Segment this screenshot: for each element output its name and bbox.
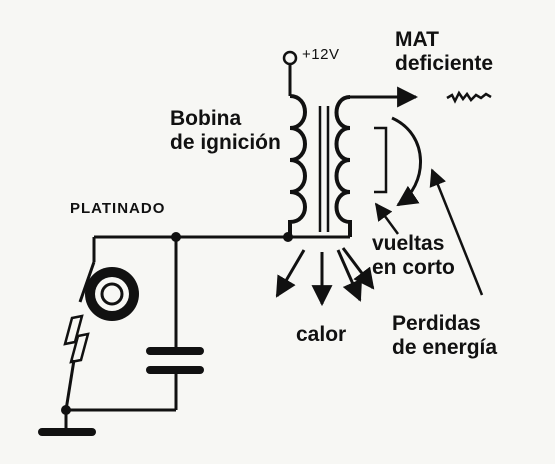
ignition-coil-line2: de ignición (170, 130, 281, 154)
energy-losses-label: Perdidas de energía (392, 312, 497, 359)
weak-spark-symbol (446, 90, 492, 104)
energy-losses-line1: Perdidas (392, 312, 481, 335)
breaker-cam-center (100, 282, 124, 306)
secondary-winding (334, 95, 352, 237)
ignition-coil-label: Bobina de ignición (170, 107, 281, 154)
breaker-arm (64, 359, 76, 411)
shorted-turns-line2: en corto (372, 255, 455, 279)
shorted-turns-bracket (374, 126, 388, 194)
breaker-contact-upper (63, 314, 84, 346)
ignition-coil-line1: Bobina (170, 107, 242, 130)
breaker-contact-lower (69, 332, 90, 364)
heat-arrow-right (336, 249, 362, 302)
hv-deficient-label: MAT deficiente (395, 28, 493, 75)
shorted-turns-label: vueltas en corto (372, 232, 455, 279)
heat-arrow-far-right (341, 247, 375, 290)
supply-terminal (282, 50, 298, 66)
heat-label: calor (296, 323, 347, 346)
primary-winding (288, 94, 307, 237)
shorted-turns-line1: vueltas (372, 232, 445, 255)
supply-voltage-label: +12V (302, 46, 340, 63)
heat-arrow-left (275, 249, 306, 298)
node-coil-junction (283, 232, 293, 242)
shorted-turns-curve-arrow (391, 116, 422, 207)
energy-losses-pointer (429, 168, 484, 296)
hv-deficient-line2: deficiente (395, 51, 494, 75)
breaker-points-label: PLATINADO (70, 200, 166, 217)
breaker-feed-branch (78, 261, 96, 303)
breaker-cam-ring (95, 277, 129, 311)
energy-losses-line2: de energía (392, 335, 498, 359)
shorted-turns-pointer (374, 202, 400, 235)
hv-deficient-line1: MAT (395, 28, 439, 51)
